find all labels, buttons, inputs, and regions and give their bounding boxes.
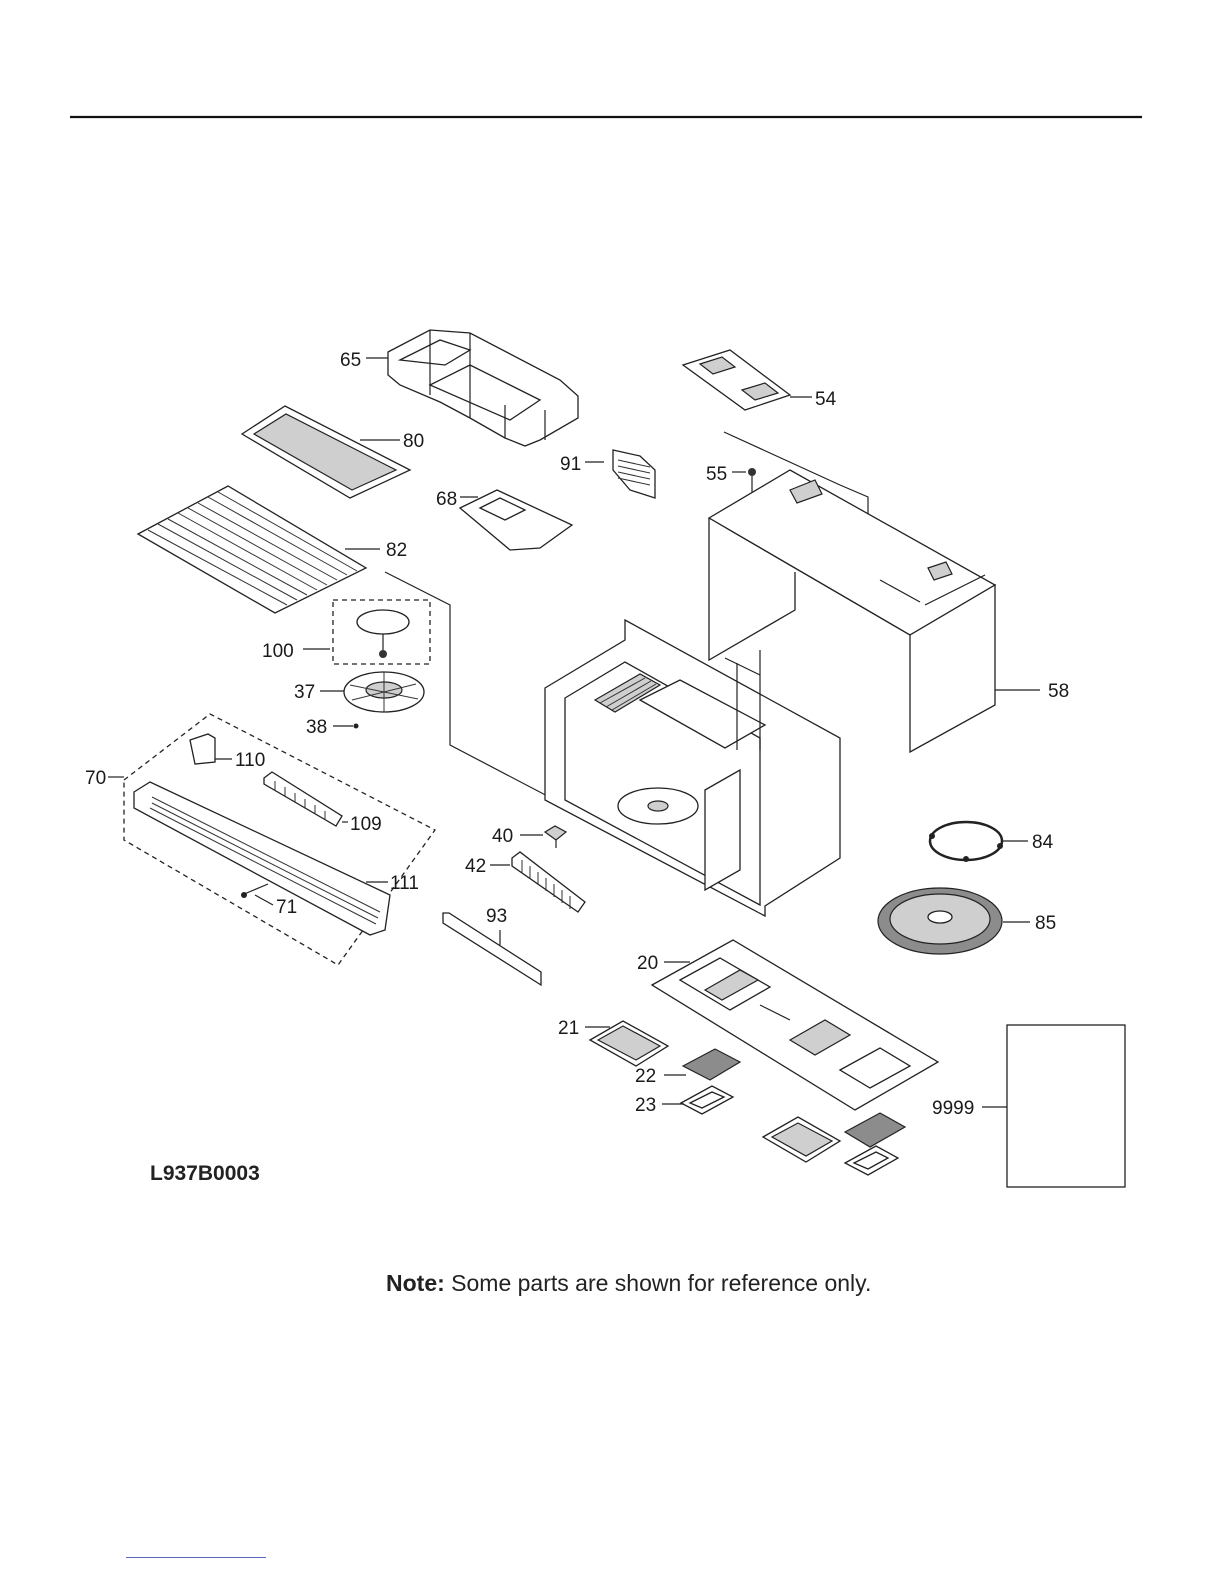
part-54-plate [683,350,790,410]
callout-91: 91 [560,454,581,475]
callout-82: 82 [386,540,407,561]
callout-111: 111 [390,873,419,894]
part-40-bracket [545,826,566,848]
part-80-filter [242,406,410,498]
callout-110: 110 [235,750,265,771]
part-20-base [652,940,938,1110]
callout-68: 68 [436,489,457,510]
part-71-screw [241,884,268,898]
callout-55: 55 [706,464,727,485]
footer-link-line [126,1557,266,1558]
part-109-insert [264,772,342,826]
reference-note: Note: Some parts are shown for reference… [386,1270,871,1297]
callout-109: 109 [350,814,382,835]
callout-21: 21 [558,1018,579,1039]
callout-23: 23 [635,1095,656,1116]
callout-22: 22 [635,1066,656,1087]
callout-70: 70 [85,768,106,789]
callout-84: 84 [1032,832,1054,853]
part-21-filter [590,1021,668,1066]
callout-38: 38 [306,717,327,738]
part-42-grille [512,852,585,912]
callout-9999: 9999 [932,1098,974,1119]
callout-37: 37 [294,682,315,703]
callout-65: 65 [340,350,361,371]
part-70-grille [134,782,390,935]
part-22-pad [683,1049,740,1080]
part-110-block [190,734,215,764]
note-text: Some parts are shown for reference only. [451,1270,871,1296]
callout-58: 58 [1048,681,1069,702]
part-23-frame [681,1086,733,1114]
callout-20: 20 [637,953,658,974]
spare-filter-parts [763,1113,905,1175]
part-9999-box [1007,1025,1125,1187]
note-label: Note: [386,1270,445,1296]
callout-85: 85 [1035,913,1056,934]
callout-80: 80 [403,431,424,452]
callout-42: 42 [465,856,486,877]
part-84-ring [929,822,1003,862]
part-38-pin [354,724,359,729]
callout-71: 71 [276,897,297,918]
oven-cavity [545,620,840,916]
callout-100: 100 [262,641,294,662]
callout-54: 54 [815,389,837,410]
part-82-rack [138,486,366,613]
part-85-tray [878,888,1002,954]
diagram-code: L937B0003 [150,1162,260,1186]
callout-40: 40 [492,826,513,847]
part-37-fan [344,672,424,712]
part-91-grille [613,450,655,498]
part-65-bracket [388,330,578,446]
part-70-group-box [124,714,435,965]
part-68-plate [460,490,572,550]
part-100-stirrer [357,610,409,658]
callout-93: 93 [486,906,507,927]
